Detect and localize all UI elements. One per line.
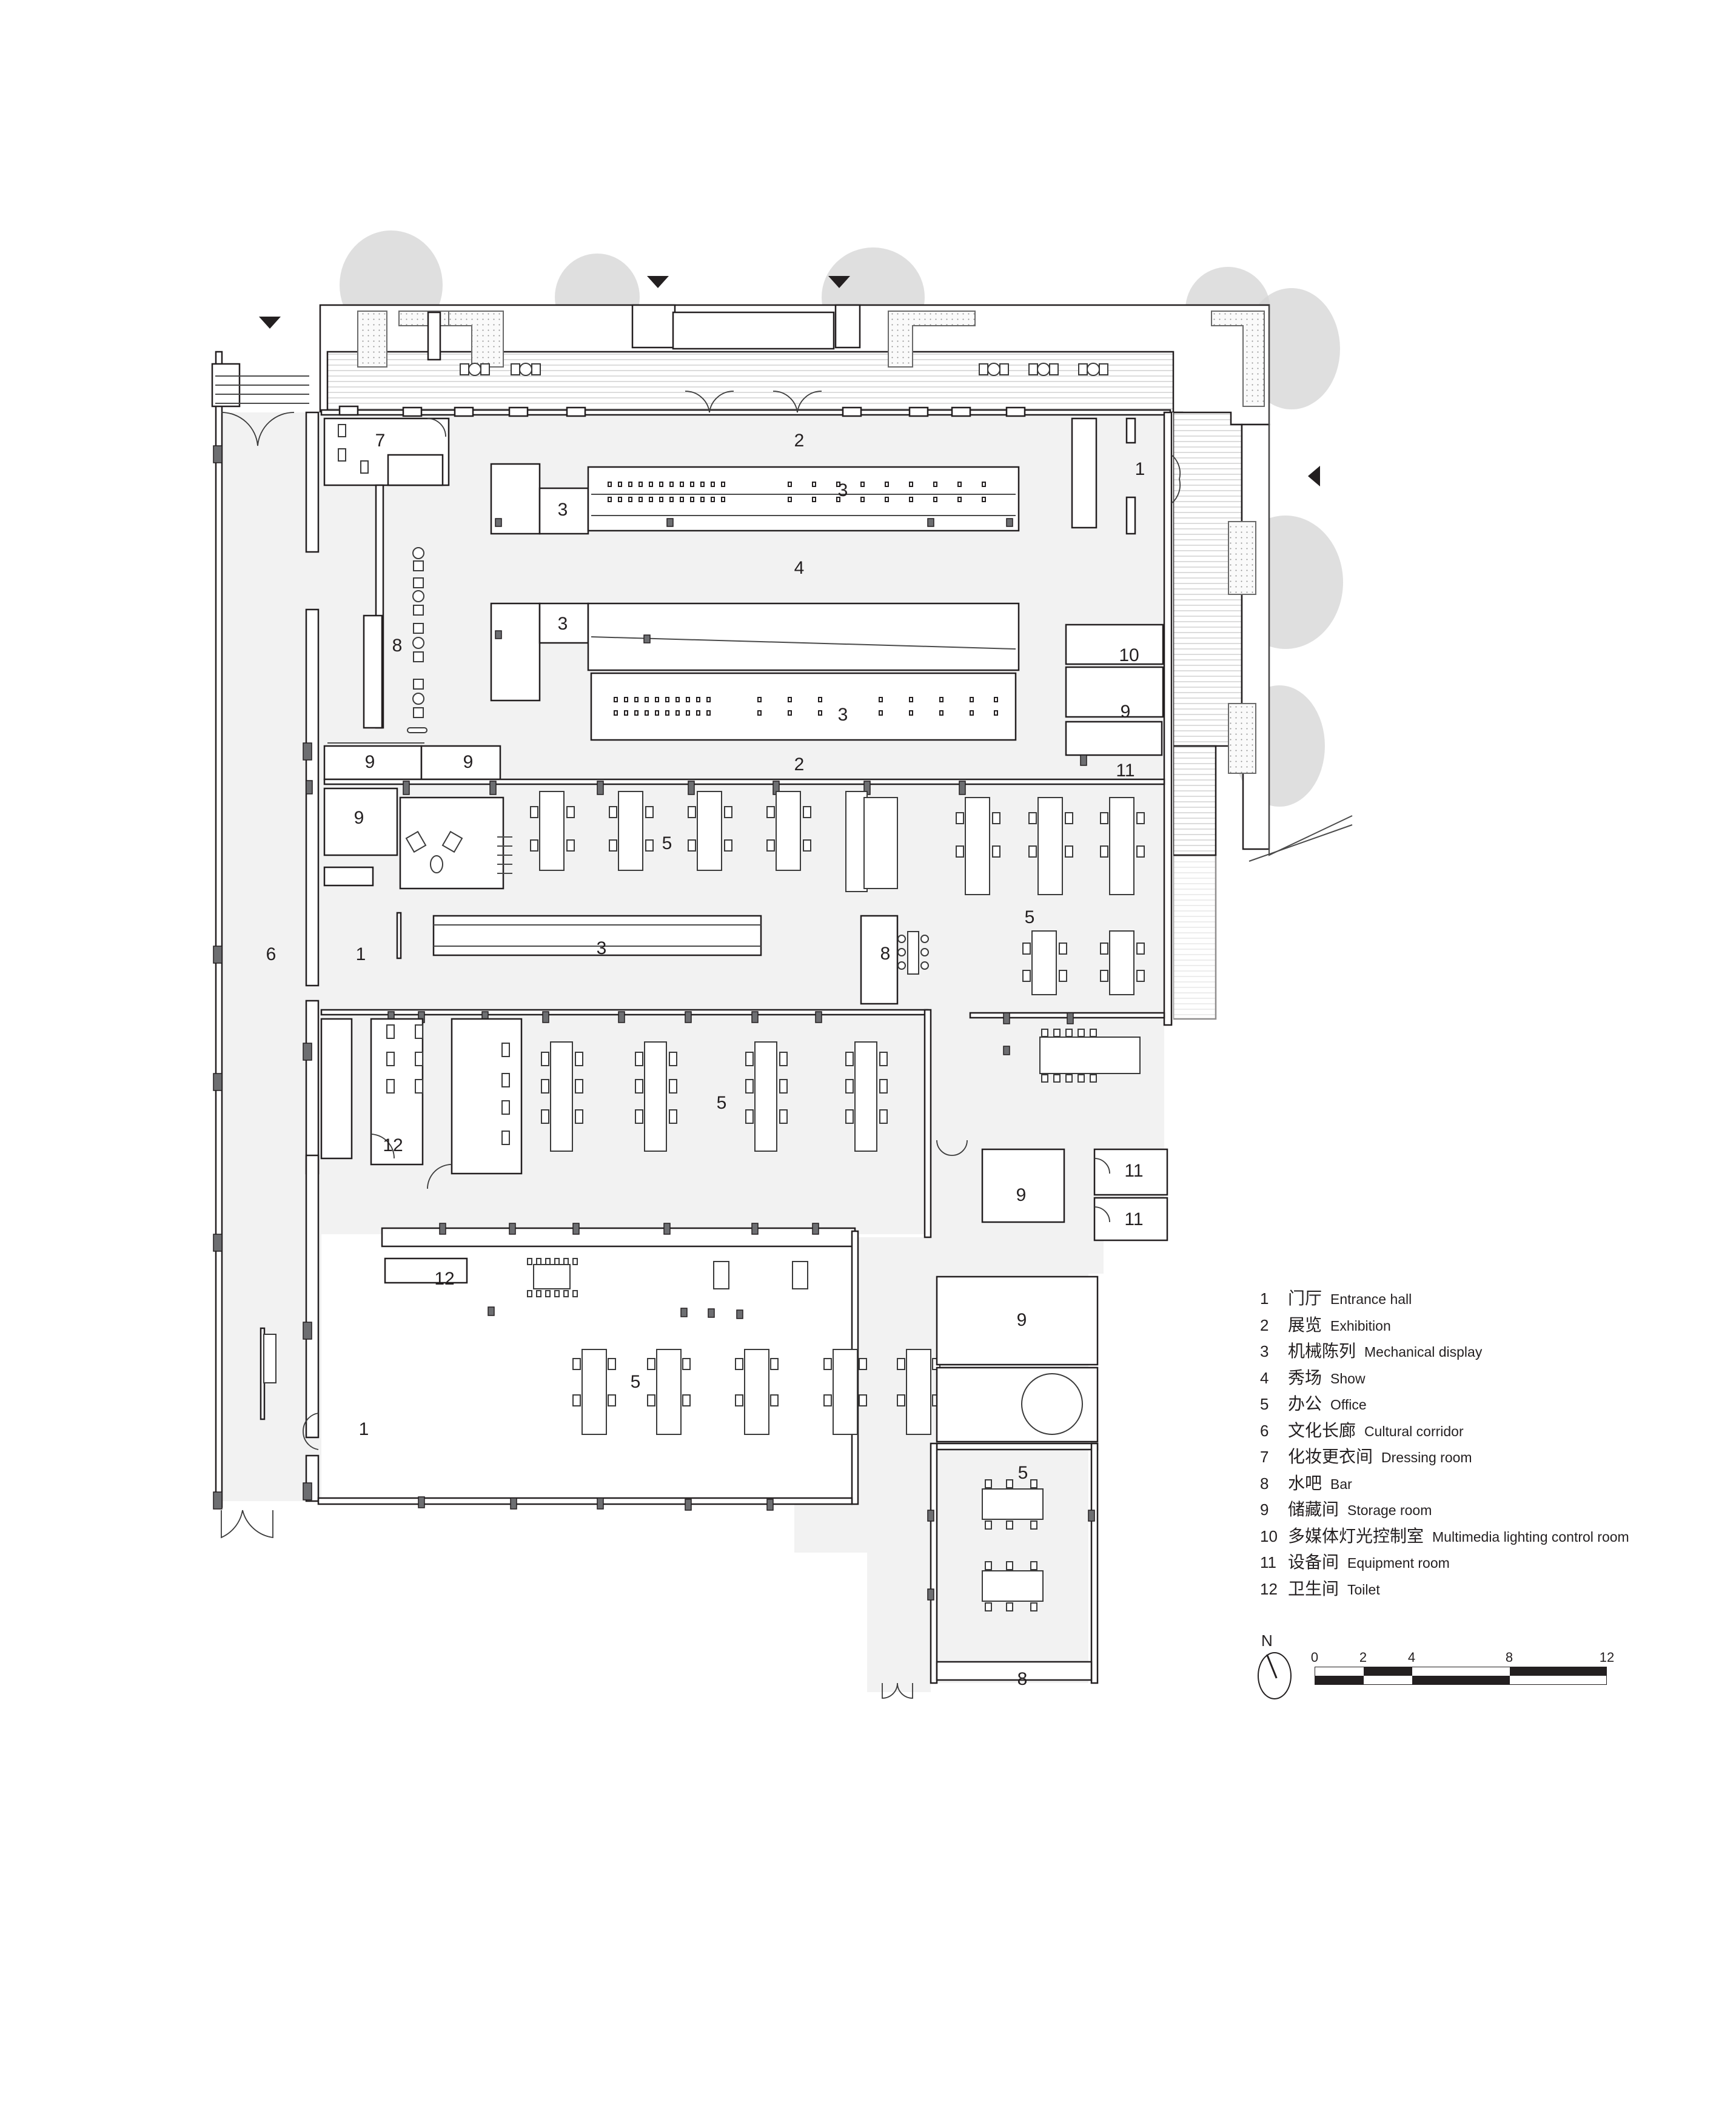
room-label: 3 <box>597 938 607 958</box>
outdoor-tables <box>460 363 1108 376</box>
scale-tick: 8 <box>1505 1650 1513 1665</box>
room-label: 3 <box>558 614 568 634</box>
room-label: 1 <box>359 1419 369 1439</box>
room-label: 5 <box>662 833 672 853</box>
entrance-hall-ne <box>1071 417 1136 535</box>
office-desks-north <box>530 791 1145 995</box>
room-label: 7 <box>375 431 386 451</box>
room-label: 8 <box>392 636 403 656</box>
room-label: 9 <box>463 752 474 772</box>
room-label: 2 <box>794 754 805 775</box>
west-corridor <box>211 351 320 1539</box>
entry-arrow-icon <box>647 276 669 288</box>
compass-circle-icon <box>1258 1652 1292 1699</box>
room-label: 5 <box>717 1093 727 1113</box>
entry-arrow-icon <box>828 276 850 288</box>
room-label: 9 <box>365 752 375 772</box>
scale-bar-graphic <box>1315 1667 1607 1685</box>
room-label: 2 <box>794 431 805 451</box>
scale-tick: 4 <box>1407 1650 1416 1665</box>
room-label: 11 <box>1116 761 1134 781</box>
room-label: 1 <box>356 944 366 964</box>
south-office <box>260 1257 940 1511</box>
room-label: 12 <box>383 1135 403 1155</box>
entry-arrow-icon <box>259 317 281 329</box>
room-label: 1 <box>1135 459 1145 479</box>
entry-arrow-icon <box>1308 466 1320 486</box>
room-label: 3 <box>838 705 848 725</box>
middle-partition <box>306 745 1165 795</box>
toilets <box>320 1018 523 1189</box>
east-wall <box>1163 411 1181 1026</box>
room-label: 4 <box>794 558 805 578</box>
room-label: 8 <box>880 944 891 964</box>
north-arrow: N <box>1255 1631 1304 1699</box>
service-rooms-east <box>1065 623 1164 766</box>
mechanical-display <box>490 463 1020 741</box>
room-label: 5 <box>1018 1463 1028 1483</box>
entry-markers <box>259 276 1320 486</box>
room-label: 10 <box>1119 645 1139 665</box>
north-facade <box>320 391 1171 417</box>
room-label: 5 <box>631 1372 641 1392</box>
room-label: 8 <box>1017 1669 1028 1689</box>
scale-tick: 2 <box>1359 1650 1367 1665</box>
southeast-wing <box>882 1275 1099 1699</box>
room-label: 12 <box>434 1269 454 1289</box>
room-label: 6 <box>266 944 276 964</box>
north-terrace <box>319 304 1270 426</box>
room-label: 9 <box>1121 702 1131 722</box>
dressing-room <box>323 417 450 486</box>
room-label: 3 <box>838 480 848 500</box>
room-label: 11 <box>1124 1209 1143 1229</box>
room-label: 9 <box>354 808 364 828</box>
room-label: 11 <box>1124 1161 1143 1181</box>
scale-tick: 0 <box>1310 1650 1319 1665</box>
scale-tick: 12 <box>1599 1650 1615 1665</box>
mechanical-display-middle <box>396 912 929 1005</box>
room-label: 9 <box>1016 1185 1027 1205</box>
south-partition-1 <box>320 1009 1165 1238</box>
bar-counter <box>327 484 427 744</box>
room-label: 9 <box>1017 1310 1027 1330</box>
service-rooms-mid <box>936 1140 1168 1242</box>
office-desks-middle <box>541 1029 1141 1152</box>
east-deck <box>1172 305 1353 1020</box>
room-label: 5 <box>1025 907 1035 927</box>
lounge <box>323 787 512 890</box>
north-label: N <box>1261 1631 1273 1650</box>
scale-bar: 0 2 4 8 12 <box>1311 1650 1630 1692</box>
room-label: 3 <box>558 500 568 520</box>
